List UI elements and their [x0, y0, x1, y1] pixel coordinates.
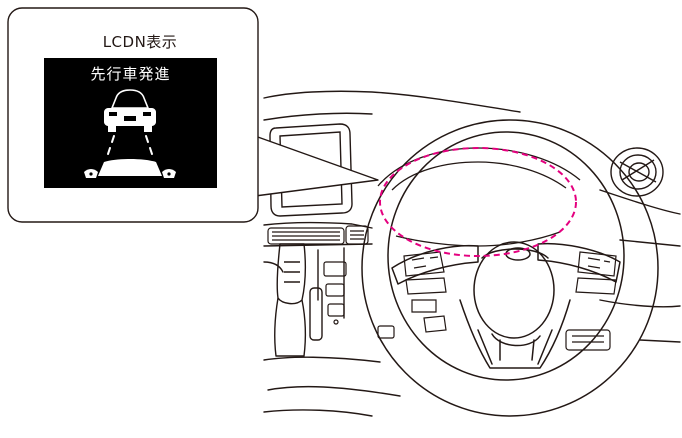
gear-shifter	[273, 243, 323, 357]
instrument-cluster	[377, 147, 581, 247]
car-rear-icon	[104, 89, 156, 132]
right-vent	[610, 147, 664, 197]
center-vents	[267, 225, 369, 245]
wheel-buttons	[403, 251, 617, 333]
car-hood-icon	[84, 159, 176, 178]
lane-lines	[107, 135, 153, 155]
steering-wheel	[361, 119, 659, 417]
dashboard	[263, 90, 681, 417]
console-buttons	[323, 261, 347, 325]
cluster-highlight	[379, 147, 577, 257]
lower-controls	[377, 325, 611, 351]
callout-pointer	[254, 135, 379, 197]
callout-title: LCDN表示	[102, 33, 178, 51]
display-message: 先行車発進	[90, 65, 171, 83]
